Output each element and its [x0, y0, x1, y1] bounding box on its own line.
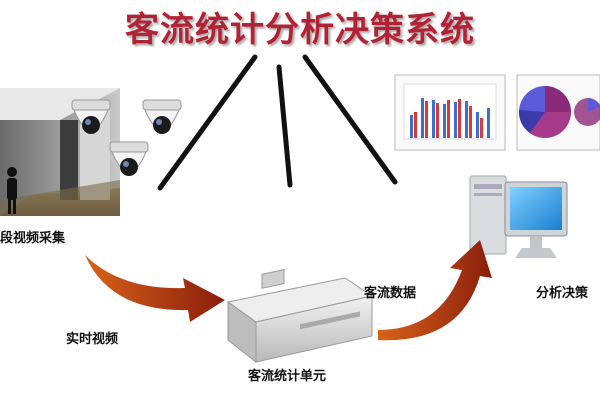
label-video-capture: 段视频采集	[0, 231, 66, 246]
dome-camera-icon	[142, 99, 182, 134]
bar-chart-icon	[394, 74, 506, 151]
label-realtime-video: 实时视频	[66, 332, 119, 347]
page-title: 客流统计分析决策系统	[125, 10, 475, 50]
server-icon	[226, 269, 374, 364]
right-flow-arrow	[378, 240, 492, 341]
dome-camera-icon	[71, 99, 111, 134]
person-silhouette-icon	[7, 167, 17, 214]
label-counting-unit: 客流统计单元	[248, 369, 327, 384]
pie-chart-icon	[516, 74, 600, 151]
dome-camera-icon	[109, 141, 149, 176]
label-traffic-data: 客流数据	[364, 286, 417, 301]
connection-lines	[157, 54, 398, 191]
desktop-computer-icon	[469, 175, 568, 258]
left-flow-arrow	[85, 255, 225, 322]
label-analysis-decision: 分析决策	[536, 286, 589, 301]
